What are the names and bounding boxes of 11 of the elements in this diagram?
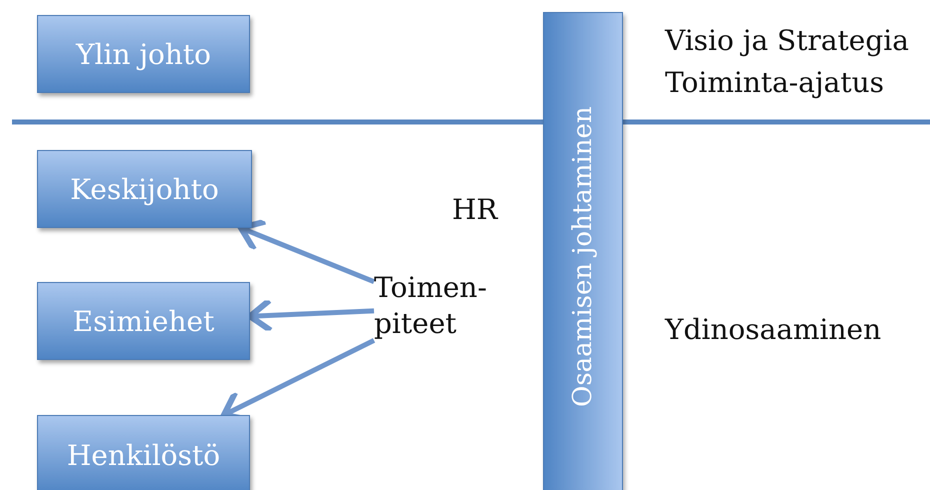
process-box: Esimiehet bbox=[37, 282, 250, 360]
text-label: HR bbox=[452, 193, 498, 226]
text-label: Ydinosaaminen bbox=[665, 313, 882, 346]
arrow bbox=[238, 218, 375, 284]
text-label: Toimen- piteet bbox=[374, 270, 504, 346]
vertical-bar: Osaamisen johtaminen bbox=[543, 12, 623, 490]
text-label: Visio ja Strategia bbox=[665, 24, 909, 57]
process-box: Ylin johto bbox=[37, 15, 250, 93]
process-box: Henkilöstö bbox=[37, 415, 250, 490]
text-label: Toiminta-ajatus bbox=[665, 66, 884, 99]
process-box: Keskijohto bbox=[37, 150, 252, 228]
